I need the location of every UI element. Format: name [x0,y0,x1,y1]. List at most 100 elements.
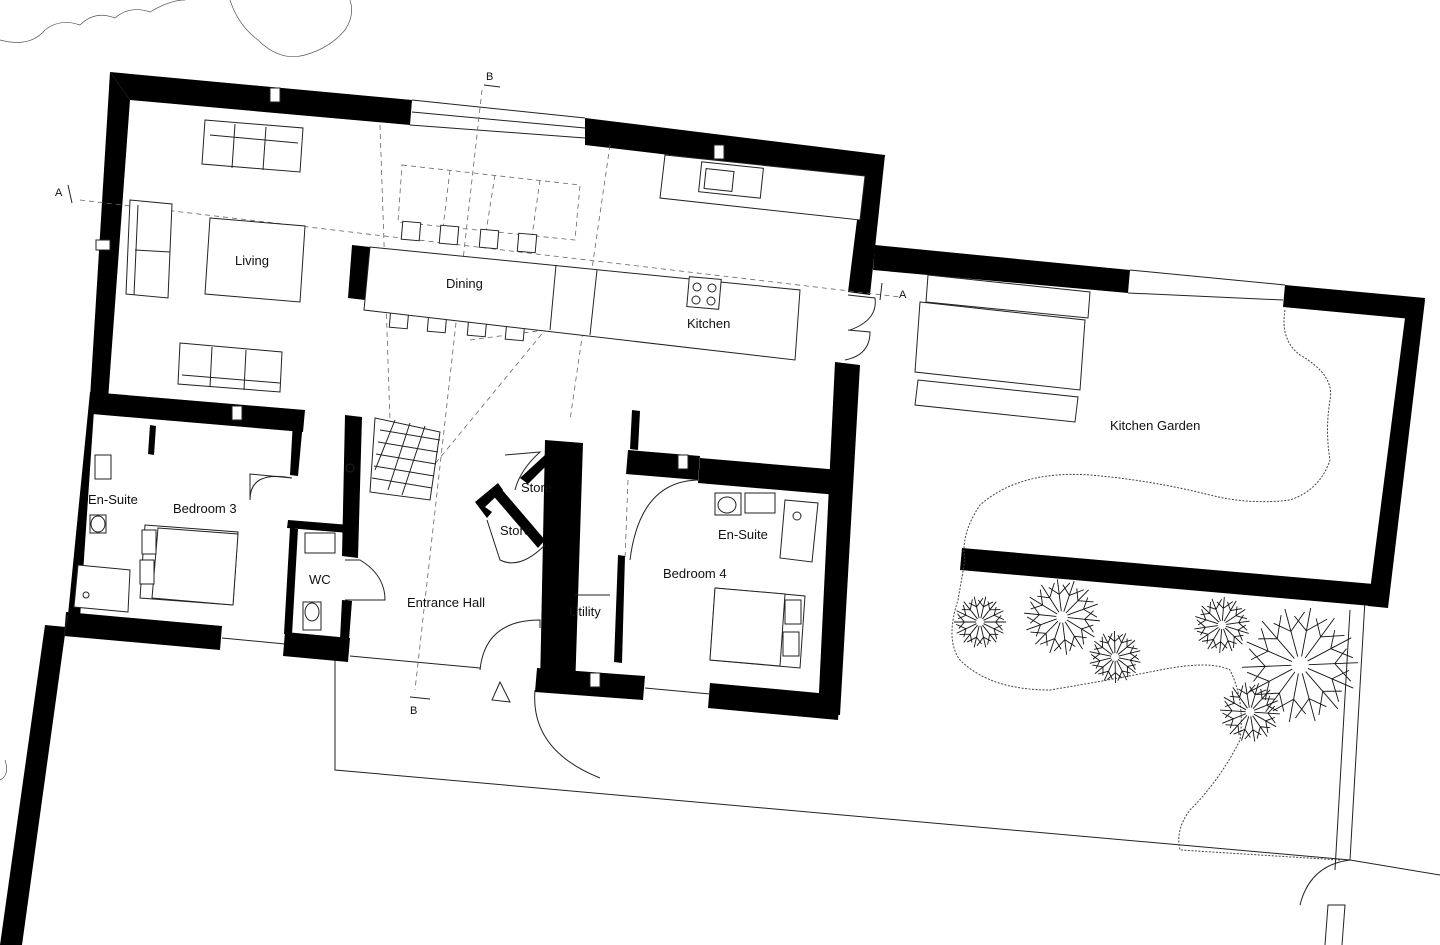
staircase [345,417,441,501]
label-en-suite-left: En-Suite [88,492,138,507]
tree-branch [1258,615,1295,659]
tree-branch [1246,668,1293,701]
dining-table [363,246,801,361]
tree-branch [1225,624,1249,641]
label-kitchen-garden: Kitchen Garden [1110,418,1200,433]
label-living: Living [235,253,269,268]
tree-branch [1024,601,1057,624]
tree-branch [1026,616,1057,637]
tree-branch [1255,671,1296,712]
tree-branch [1225,606,1248,624]
en-suite-right-fixtures [714,492,819,563]
tree-branch [1067,610,1100,633]
tree-branch [1307,668,1354,702]
tree-branch [1242,648,1292,682]
tree-branch [1246,628,1293,662]
tree-branch [1062,580,1085,612]
tree-branch [1067,597,1098,618]
section-a-left: A [55,187,63,199]
hob [686,276,722,310]
garden-bed-3 [914,379,1079,423]
garden-bed-2 [914,301,1086,391]
section-b-bottom: B [410,705,417,717]
label-entrance-hall: Entrance Hall [407,595,485,610]
hedge-outline [951,309,1341,861]
tree-branch [1202,628,1221,650]
room-labels: Living Dining Kitchen Kitchen Garden En-… [88,253,1200,619]
tree-branch [983,606,1004,621]
tree-branch [1037,582,1060,613]
section-a-right: A [899,289,907,301]
tree-branch [1273,608,1305,657]
tree-icon [1024,579,1100,655]
trees [954,579,1358,742]
tree-branch [1254,705,1280,724]
bed-3 [139,524,239,606]
tree-branch [1194,619,1218,636]
tree-branch [1220,700,1246,719]
tree-canopy-top [0,0,352,58]
tree-branch [1223,600,1242,622]
tree-branch [1098,660,1114,681]
tree-branch [1307,629,1354,662]
coffee-table [204,217,306,303]
tree-branch [1030,620,1059,646]
tree-branch [1226,614,1250,631]
tree-icon [954,596,1006,648]
tree-branch [1066,619,1095,645]
sink [698,161,764,199]
label-dining: Dining [446,276,483,291]
tree-branch [1116,633,1132,654]
tree-branch [1253,713,1277,734]
tree-branch [1196,626,1219,644]
tree-branch [1048,579,1071,612]
tree-branch [1295,673,1327,722]
tree-branch [1249,683,1267,708]
tree-branch [1225,715,1248,736]
tree-branch [1272,673,1306,723]
label-kitchen: Kitchen [687,316,730,331]
label-store-lower: Store [500,523,531,538]
section-b-top: B [486,71,493,83]
bed-4 [709,587,806,669]
tree-branch [1254,695,1278,712]
tree-icon [1220,682,1280,742]
tree-branch [1064,621,1087,652]
label-store-upper: Store [521,480,552,495]
section-lines [67,84,901,700]
sofa-bottom [177,342,283,393]
tree-branch [1039,622,1062,654]
tree-branch [1305,671,1342,715]
label-bedroom-4: Bedroom 4 [663,566,727,581]
tree-branch [1029,589,1058,615]
tree-branch [1238,682,1256,708]
furniture [73,119,1091,703]
walls [0,72,1425,945]
tree-branch [1107,630,1124,654]
tree-branch [983,623,1004,640]
label-utility: Utility [569,604,601,619]
sofa-top [201,119,304,173]
garden-bed-1 [925,274,1091,319]
tree-branch [1223,690,1247,711]
en-suite-left-fixtures [73,454,131,613]
tree-branch [1244,716,1262,742]
label-en-suite-right: En-Suite [718,527,768,542]
doors [249,294,876,703]
tree-icon [1194,597,1250,653]
tree-branch [1304,618,1345,659]
tree-branch [1053,622,1076,655]
tree-icon [1242,607,1358,723]
label-bedroom-3: Bedroom 3 [173,501,237,516]
tree-branch [1222,712,1246,729]
tree-branch [1294,607,1328,657]
tree-branch [956,604,977,621]
windows [63,87,1286,695]
tree-icon [1089,630,1141,684]
site-lines [0,599,1440,945]
tree-branch [1065,588,1094,614]
tree-branch [1195,609,1219,626]
tree-branch [1229,685,1248,709]
tree-branch [1252,688,1275,709]
